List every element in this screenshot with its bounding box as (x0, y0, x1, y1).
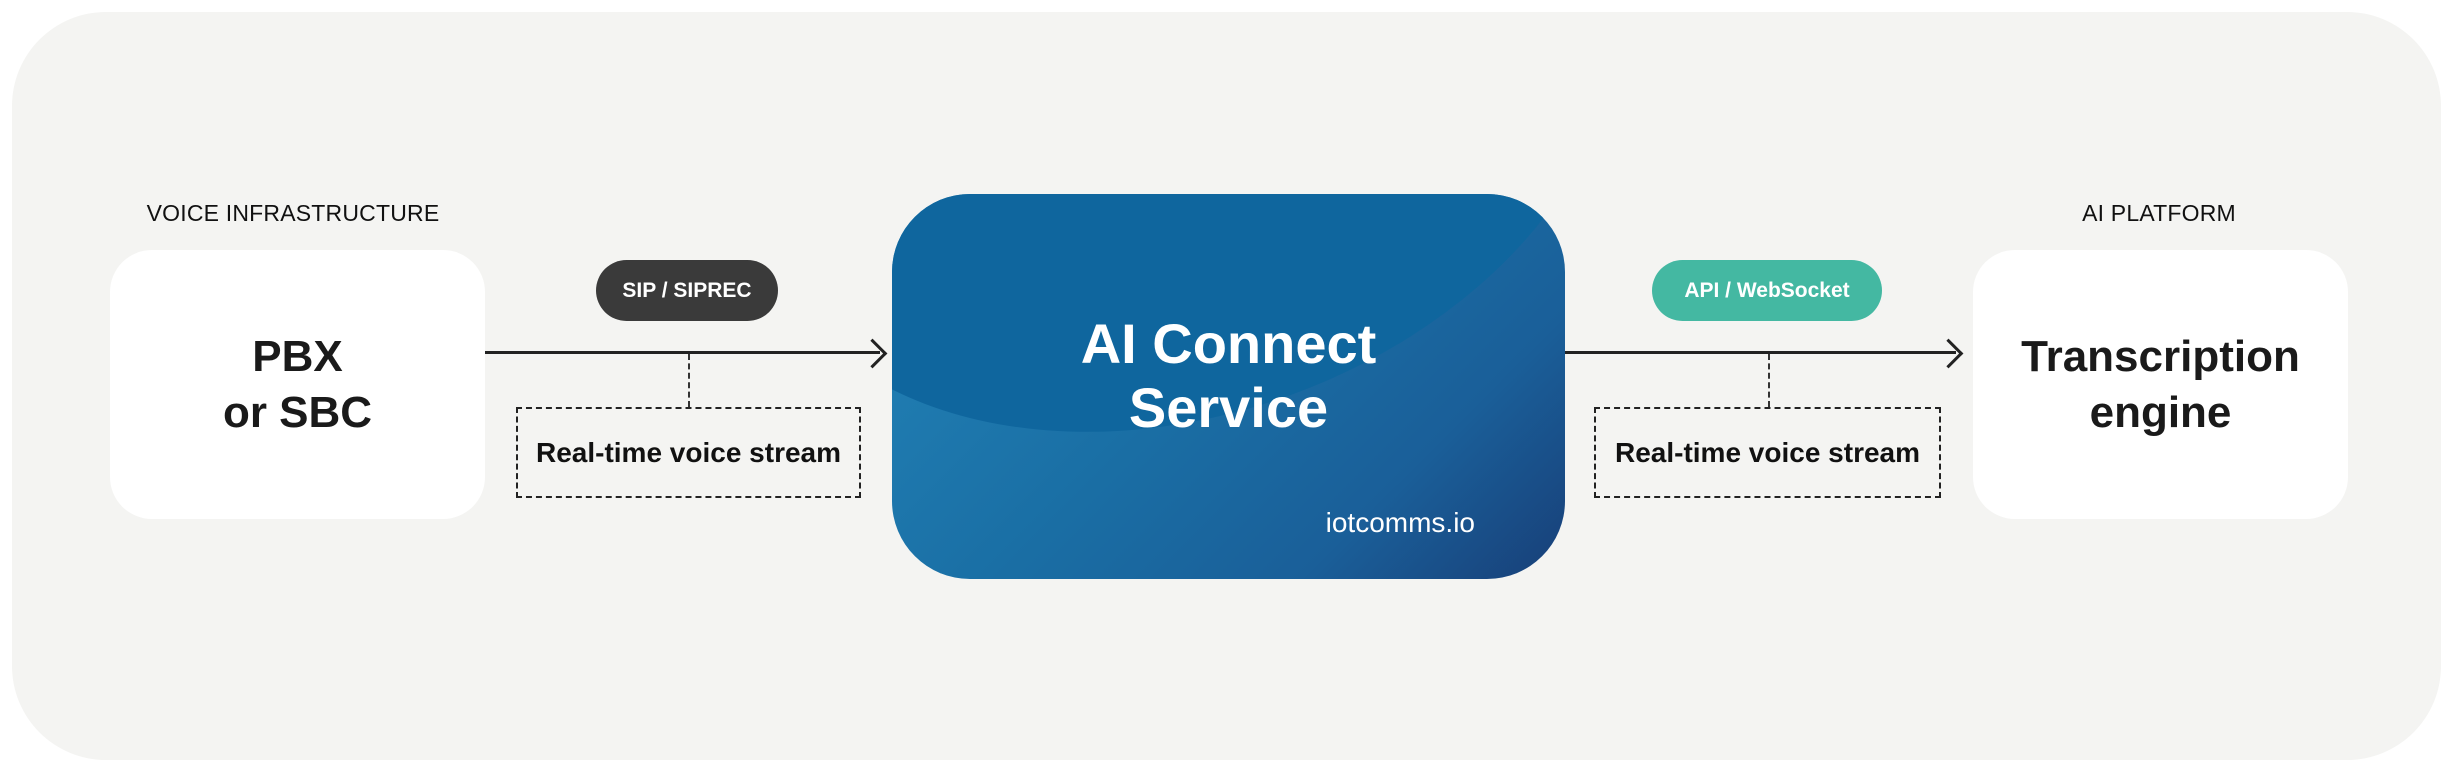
dashed-connector (1768, 354, 1770, 407)
ai-platform-caption: AI PLATFORM (2082, 200, 2236, 226)
transcription-engine-node: Transcription engine (1973, 250, 2348, 519)
sip-siprec-pill: SIP / SIPREC (596, 260, 778, 321)
pbx-sbc-node: PBX or SBC (110, 250, 485, 519)
card-title-line2: Service (1128, 376, 1329, 439)
ai-connect-service-card: AI Connect Service iotcomms.io (892, 194, 1565, 579)
stream-label-box: Real-time voice stream (1594, 407, 1941, 498)
stream-label-box: Real-time voice stream (516, 407, 861, 498)
arrow-left-to-center (485, 351, 880, 354)
api-websocket-pill: API / WebSocket (1652, 260, 1882, 321)
node-label-line1: PBX (252, 331, 343, 381)
voice-infrastructure-caption: VOICE INFRASTRUCTURE (146, 200, 440, 226)
node-label-line1: Transcription (2021, 331, 2300, 381)
card-title: AI Connect Service (892, 312, 1565, 440)
dashed-connector (688, 354, 690, 407)
node-label-line2: or SBC (222, 387, 373, 437)
arrow-center-to-right (1565, 351, 1956, 354)
node-label-line2: engine (2089, 387, 2232, 437)
card-title-line1: AI Connect (1080, 312, 1377, 375)
brand-label: iotcomms.io (1325, 507, 1475, 538)
